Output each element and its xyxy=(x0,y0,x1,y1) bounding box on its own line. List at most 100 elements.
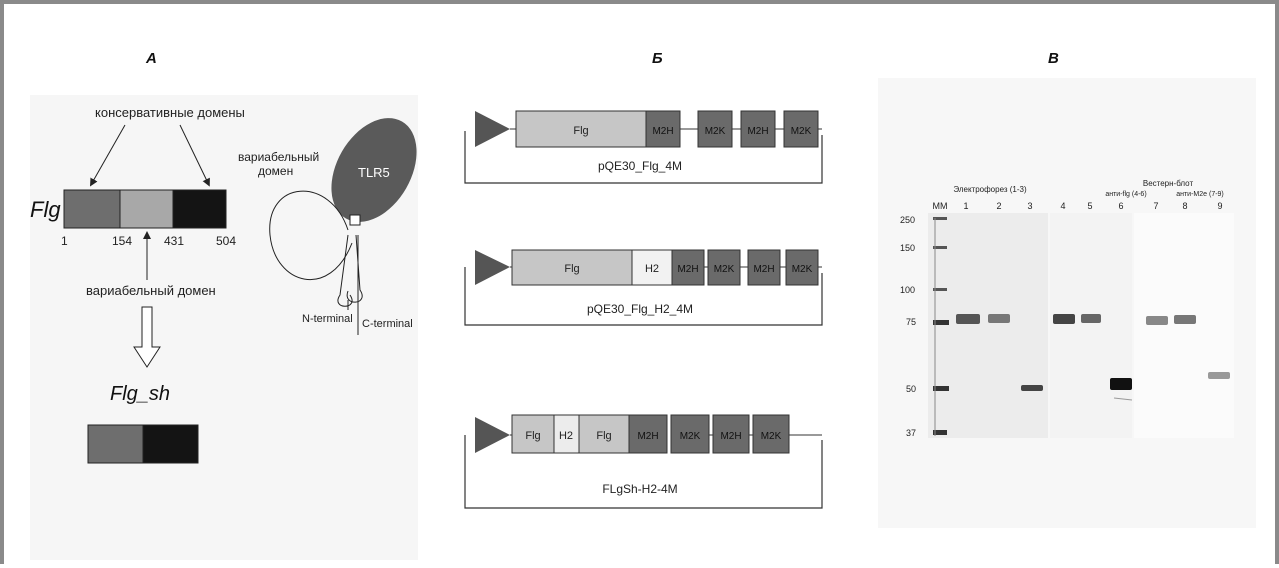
lane-label-2: 2 xyxy=(996,201,1001,211)
pos-431: 431 xyxy=(164,234,184,248)
band-lane-1 xyxy=(956,314,980,324)
panel-b: Flg M2H M2K M2H M2K pQE30_Flg_4M Flg H2 xyxy=(450,95,845,560)
electrophoresis-label: Электрофорез (1-3) xyxy=(953,185,1027,194)
flg-label: Flg xyxy=(30,197,61,222)
block-h2-2-label: H2 xyxy=(645,263,659,275)
mw-50: 50 xyxy=(906,384,916,394)
band-lane-2 xyxy=(988,314,1010,323)
lane-label-6: 6 xyxy=(1118,201,1123,211)
flagellin-stem-c xyxy=(346,234,363,303)
lane-label-9: 9 xyxy=(1217,201,1222,211)
conserved-domains-label: консервативные домены xyxy=(95,105,245,120)
arrow-left xyxy=(90,124,126,187)
band-lane-3 xyxy=(1021,385,1043,391)
flagellin-stem-n xyxy=(337,234,353,307)
flgsh-segment-n xyxy=(87,424,144,464)
construct-3: Flg H2 Flg M2H M2K M2H M2K FLgSh-H2-4M xyxy=(464,414,823,509)
panel-letter-c: В xyxy=(1048,50,1059,67)
lane-label-1: 1 xyxy=(963,201,968,211)
band-lane-6 xyxy=(1110,378,1132,390)
ladder-lane xyxy=(933,217,949,436)
lane-label-8: 8 xyxy=(1182,201,1187,211)
gel-western-flg xyxy=(1050,213,1132,438)
pos-154: 154 xyxy=(112,234,132,248)
flg-segment-conserved-c xyxy=(172,189,227,229)
c-terminal-label: C-terminal xyxy=(362,318,413,330)
promoter-triangle-3 xyxy=(475,417,510,453)
block-m2k-1a-label: M2K xyxy=(705,126,726,137)
pos-504: 504 xyxy=(216,234,236,248)
block-m2h-3b xyxy=(712,414,750,454)
panel-c: Электрофорез (1-3) Вестерн-блот анти-flg… xyxy=(878,78,1256,528)
block-m2k-3a xyxy=(670,414,710,454)
block-m2k-1b-label: M2K xyxy=(791,126,812,137)
band-lane-5 xyxy=(1081,314,1101,323)
block-m2k-3b-label: M2K xyxy=(761,431,782,442)
n-terminal-label: N-terminal xyxy=(302,313,353,325)
western-blot-label: Вестерн-блот xyxy=(1143,179,1194,188)
block-m2h-2a xyxy=(671,249,705,286)
block-m2h-2b xyxy=(747,249,781,286)
construct-1: Flg M2H M2K M2H M2K pQE30_Flg_4M xyxy=(464,110,823,184)
mw-37: 37 xyxy=(906,428,916,438)
block-flg-1-label: Flg xyxy=(573,125,588,137)
variable-domain-top-label: вариабельный xyxy=(238,150,319,164)
lane-label-5: 5 xyxy=(1087,201,1092,211)
flagellin-loop xyxy=(269,190,353,281)
construct-2-name: pQE30_Flg_H2_4M xyxy=(587,302,693,316)
flg-segment-conserved-n xyxy=(63,189,121,229)
gel-electrophoresis xyxy=(928,213,1048,438)
block-m2k-1a xyxy=(697,110,733,148)
construct-2: Flg H2 M2H M2K M2H M2K pQE30_Flg_H2_4M xyxy=(464,249,823,326)
block-flg-3b xyxy=(578,414,630,454)
block-m2h-1b-label: M2H xyxy=(747,126,768,137)
block-m2h-1a xyxy=(645,110,681,148)
tlr5-label: TLR5 xyxy=(358,165,390,180)
arrow-right xyxy=(179,124,210,187)
mw-100: 100 xyxy=(900,285,915,295)
block-m2h-3a-label: M2H xyxy=(637,431,658,442)
variable-domain-label: вариабельный домен xyxy=(86,283,216,298)
block-m2k-1b xyxy=(783,110,819,148)
tlr5-receptor xyxy=(331,118,417,222)
block-h2-3-label: H2 xyxy=(559,430,573,442)
mw-150: 150 xyxy=(900,243,915,253)
band-lane-4 xyxy=(1053,314,1075,324)
mw-250: 250 xyxy=(900,215,915,225)
block-flg-2-label: Flg xyxy=(564,263,579,275)
flgsh-label: Flg_sh xyxy=(110,383,170,405)
block-m2k-3b xyxy=(752,414,790,454)
block-m2k-2a-label: M2K xyxy=(714,264,735,275)
block-flg-3b-label: Flg xyxy=(596,430,611,442)
construct-3-name: FLgSh-H2-4M xyxy=(602,482,677,496)
band-lane-9 xyxy=(1208,372,1230,379)
mw-75: 75 xyxy=(906,317,916,327)
pos-1: 1 xyxy=(61,234,68,248)
band-lane-8 xyxy=(1174,315,1196,324)
construct-1-name: pQE30_Flg_4M xyxy=(598,159,682,173)
block-h2-3 xyxy=(553,414,580,454)
block-m2k-2a xyxy=(707,249,741,286)
block-m2k-3a-label: M2K xyxy=(680,431,701,442)
panel-letter-b: Б xyxy=(652,50,663,67)
tlr5-binding-site xyxy=(349,214,361,226)
panel-a: консервативные домены Flg 1 154 431 504 … xyxy=(30,95,418,560)
promoter-triangle-1 xyxy=(475,111,510,147)
anti-m2e-label: анти-M2e (7-9) xyxy=(1176,191,1224,198)
hollow-down-arrow xyxy=(133,306,161,368)
block-h2-2 xyxy=(631,249,673,286)
block-m2k-2b xyxy=(785,249,819,286)
block-m2h-3a xyxy=(628,414,668,454)
gel-western-m2e xyxy=(1134,213,1234,438)
panel-letter-a: А xyxy=(146,50,157,67)
flg-segment-variable xyxy=(119,189,174,229)
block-flg-3a-label: Flg xyxy=(525,430,540,442)
variable-domain-bottom-label: домен xyxy=(258,164,293,178)
band-lane-7 xyxy=(1146,316,1168,325)
lane-label-4: 4 xyxy=(1060,201,1065,211)
lane-label-mm: MM xyxy=(933,201,948,211)
block-m2k-2b-label: M2K xyxy=(792,264,813,275)
block-m2h-1a-label: M2H xyxy=(652,126,673,137)
block-m2h-2b-label: M2H xyxy=(753,264,774,275)
